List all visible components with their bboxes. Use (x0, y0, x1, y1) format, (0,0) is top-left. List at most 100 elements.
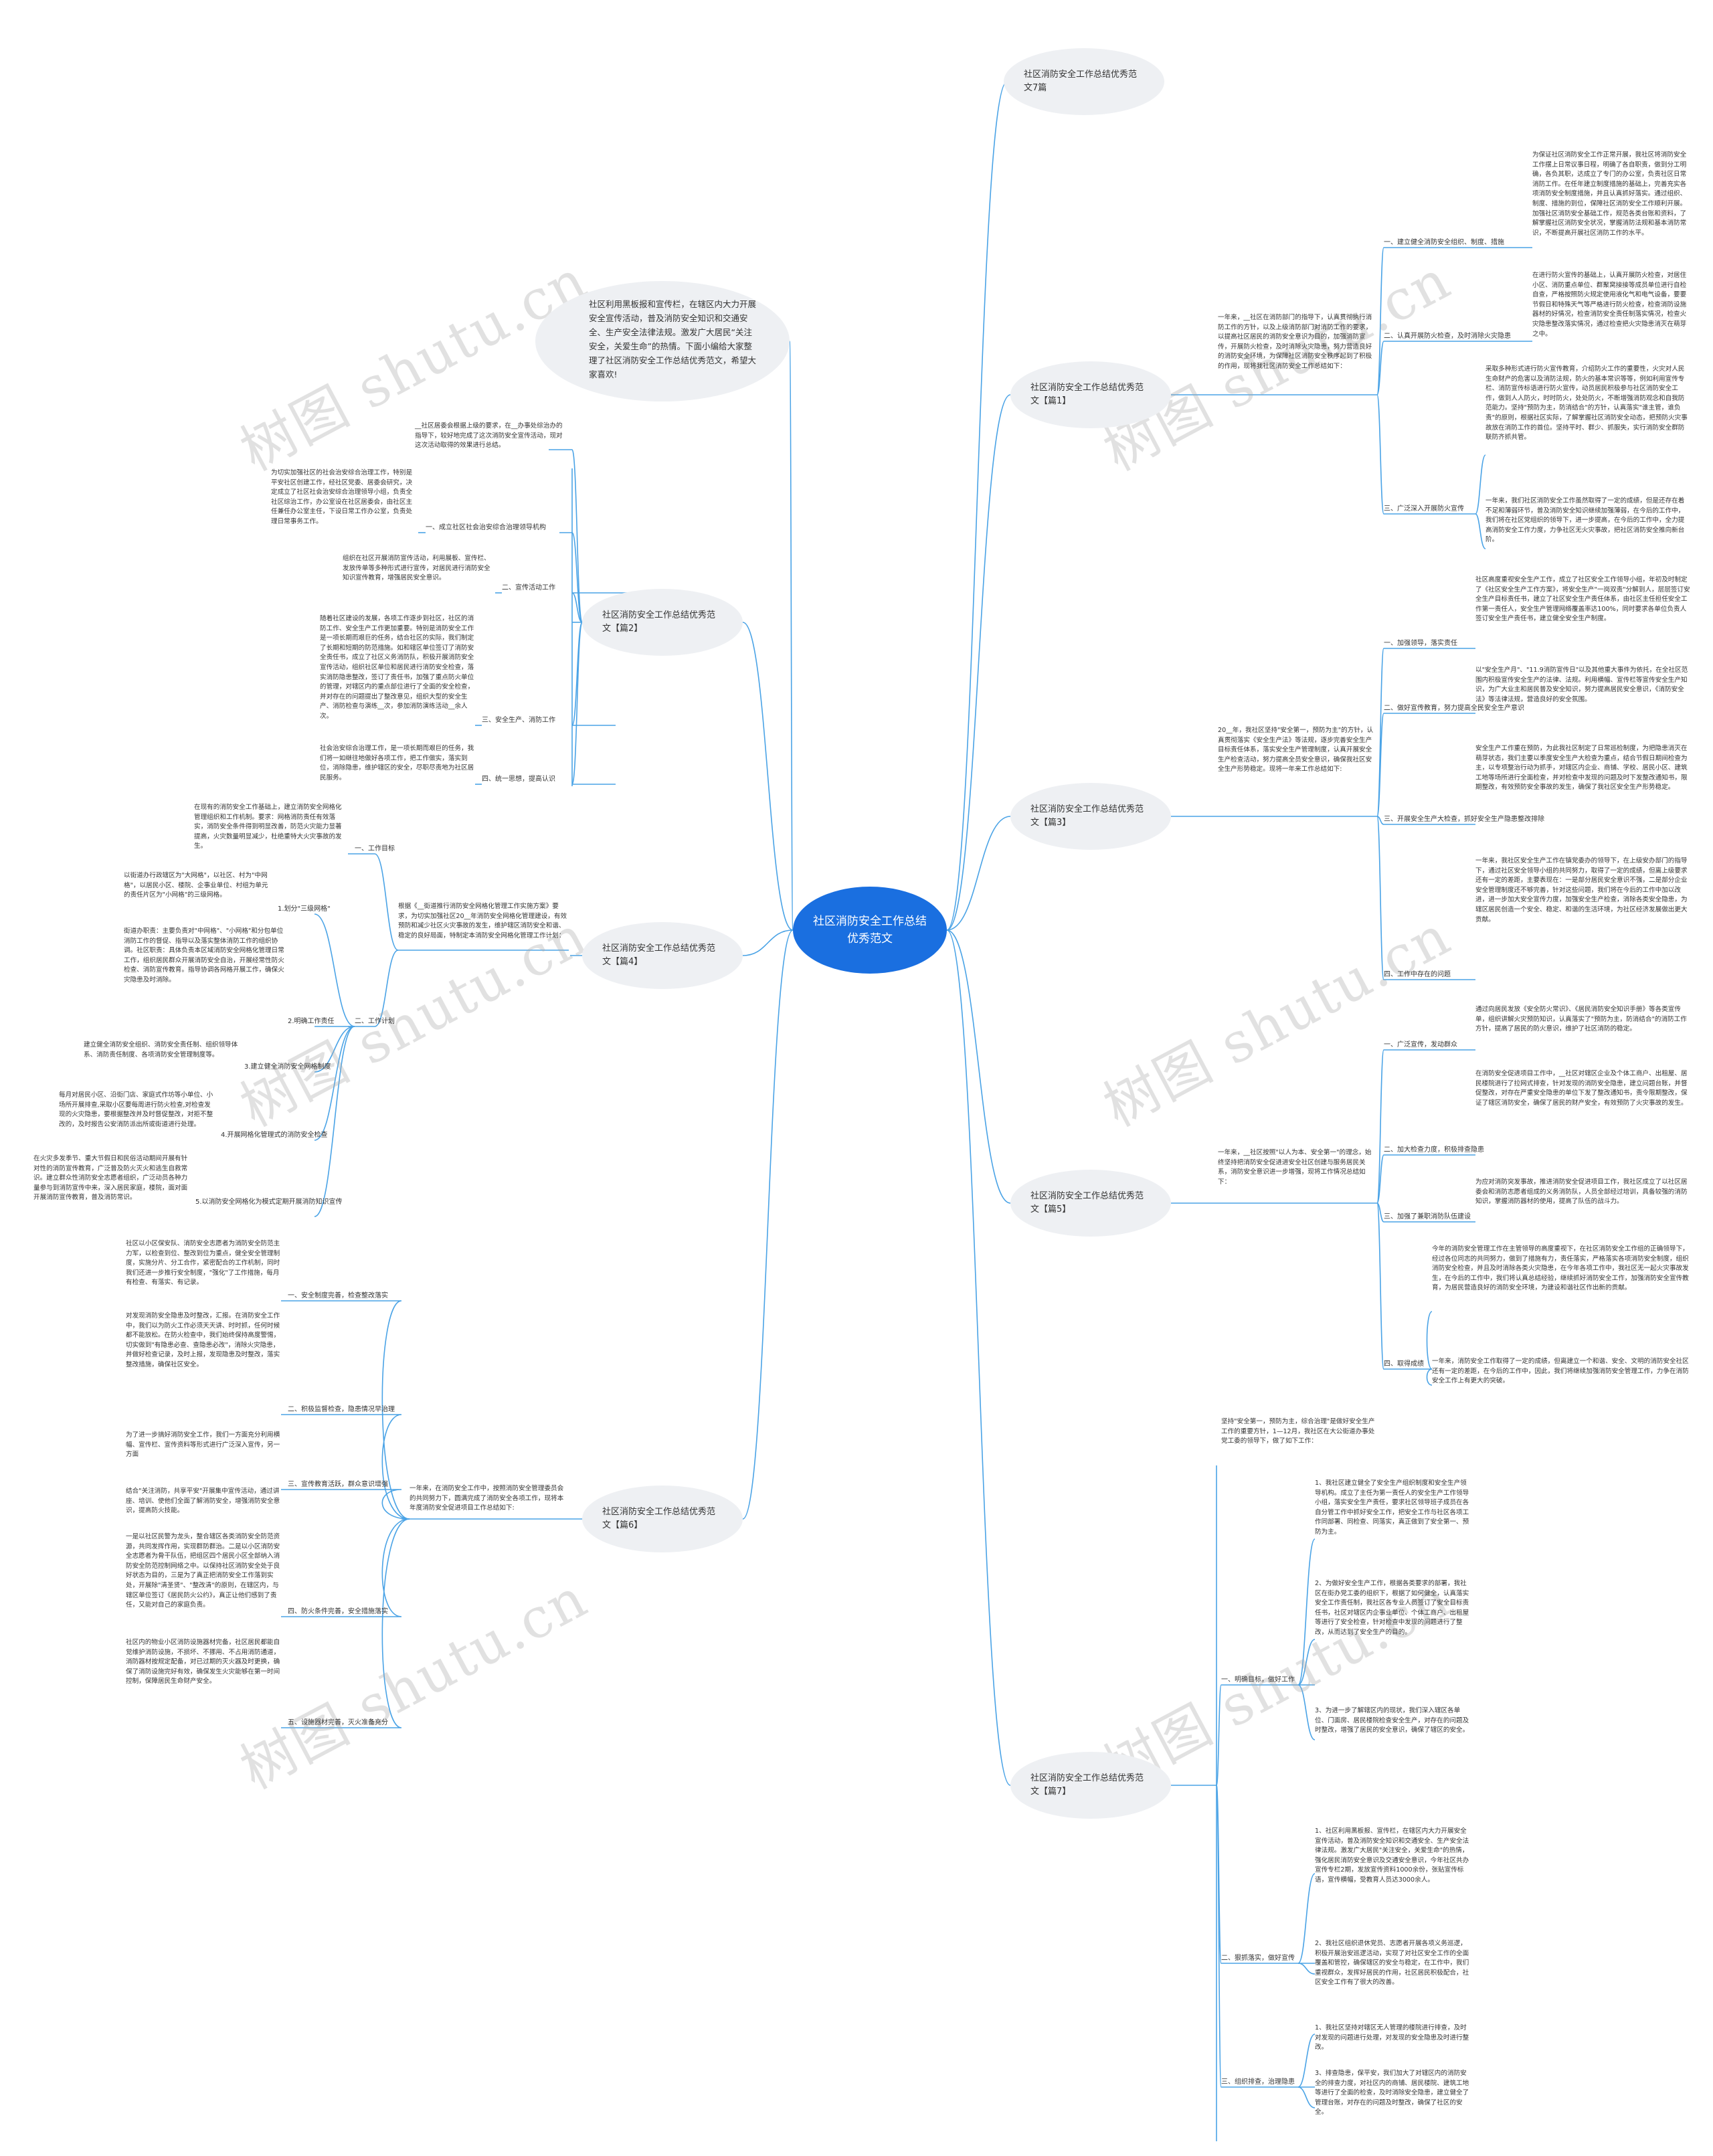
link-line (571, 592, 636, 623)
article-1-branch-3-text-2: 一年来，我们社区消防安全工作虽然取得了一定的成绩，但是还存在着不足和薄弱环节，普… (1485, 497, 1685, 544)
link-line (946, 394, 1011, 931)
article-2-intro: __社区居委会根据上级的要求，在__办事处综治办的指导下，较好地完成了这次消防安… (415, 422, 563, 450)
article-1-branch-1[interactable]: 一、建立健全消防安全组织、制度、措施 (1384, 239, 1504, 246)
article-6-branch-4[interactable]: 四、防火条件完善，安全措施落实 (288, 1608, 388, 1615)
article-3-branch-4[interactable]: 四、工作中存在的问题 (1384, 971, 1451, 978)
article-5-branch-1[interactable]: 一、广泛宣传，发动群众 (1384, 1041, 1457, 1049)
article-4-branch-1[interactable]: 一、工作目标 (355, 845, 395, 852)
article-7-branch-2-text-2: 2、我社区组织退休党员、志愿者开展各项义务巡逻，积极开展治安巡逻活动，实现了对社… (1315, 1940, 1469, 1987)
topic-article-1[interactable]: 社区消防安全工作总结优秀范文【篇1】 (1010, 361, 1171, 428)
article-6-branch-3-text-2: 结合"关注消防，共享平安"开展集中宣传活动，通过讲座、培训、使他们全面了解消防安… (126, 1488, 280, 1515)
intro-bubble[interactable]: 社区利用黑板报和宣传栏，在辖区内大力开展安全宣传活动，普及消防安全知识和交通安全… (535, 281, 790, 401)
article-3-branch-3-text: 安全生产工作重在预防，为此我社区制定了日常巡检制度，为把隐患消灭在萌芽状态，我们… (1475, 745, 1688, 792)
article-4-sub-3[interactable]: 3.建立健全消防安全网格制度 (244, 1063, 331, 1071)
article-2-branch-3[interactable]: 三、安全生产、消防工作 (482, 717, 555, 724)
topic-overview[interactable]: 社区消防安全工作总结优秀范文7篇 (1004, 48, 1164, 115)
link-line (1376, 1202, 1432, 1370)
article-5-summary: 一年来，__社区按照"以人为本、安全第一"的理念，始终坚持把消防安全促进进安全社… (1218, 1149, 1372, 1186)
topic-article-2[interactable]: 社区消防安全工作总结优秀范文【篇2】 (582, 589, 743, 656)
article-6-branch-3[interactable]: 三、宣传教育活跃，群众意识增强 (288, 1481, 388, 1488)
article-1-branch-3-text-1: 采取多种形式进行防火宣传教育，介绍防火工作的重要性，火灾对人民生命财产的危害以及… (1485, 365, 1688, 442)
topic-article-6[interactable]: 社区消防安全工作总结优秀范文【篇6】 (582, 1486, 743, 1552)
link-line (1297, 1684, 1316, 1740)
link-line (946, 929, 1011, 1786)
article-5-branch-2-text: 在消防安全促进项目工作中，__社区对辖区企业及个体工商户、出租屋、居民楼院进行了… (1475, 1070, 1688, 1107)
article-6-branch-1-text: 社区以小区保安队、消防安全志愿者为消防安全防范主力军，以检查到位、整改到位为重点… (126, 1240, 280, 1287)
article-7-branch-1-text-2: 2、为做好安全生产工作，根据各类要求的部署，我社区在街办党工委的组织下，根据了如… (1315, 1580, 1469, 1636)
link-line (946, 816, 1011, 931)
link-line (946, 929, 1011, 1204)
link-line (314, 1026, 355, 1217)
article-2-branch-4[interactable]: 四、统一思想，提高认识 (482, 776, 555, 783)
link-line (946, 81, 1008, 931)
link-line (281, 1300, 410, 1520)
article-3-branch-3[interactable]: 三、开展安全生产大检查，抓好安全生产隐患整改排除 (1384, 816, 1544, 823)
article-6-branch-1[interactable]: 一、安全制度完善，检查整改落实 (288, 1292, 388, 1299)
article-4-branch-1-text: 在现有的消防安全工作基础上，建立消防安全网格化管理组织和工作机制。要求：网格消防… (194, 804, 342, 850)
article-2-branch-2-text: 组织在社区开展消防宣传活动，利用展板、宣传栏、发放传单等多种形式进行宣传，对居民… (343, 555, 490, 582)
link-line (348, 853, 399, 951)
article-6-branch-5-text: 社区内的物业小区消防设施器材完备，社区居民都能自觉维护消防设施，不损坏、不挪用、… (126, 1639, 280, 1686)
article-7-summary: 坚持"安全第一，预防为主，综合治理"是做好安全生产工作的重要方针，1—12月，我… (1221, 1418, 1375, 1445)
link-line (1297, 1538, 1316, 1686)
article-4-sub-2[interactable]: 2.明确工作责任 (288, 1018, 335, 1025)
article-7-branch-3-text-2: 3、排查隐患，保平安，我们加大了对辖区内的消防安全的排查力度，对社区内的商铺、居… (1315, 2070, 1469, 2117)
article-4-sub-5[interactable]: 5.以消防安全网格化为模式定期开展消防知识宣传 (195, 1198, 343, 1206)
article-3-branch-1[interactable]: 一、加强领导，落实责任 (1384, 640, 1457, 647)
link-line (1376, 1154, 1475, 1204)
article-4-sub-1-text: 以街道办行政辖区为"大网格"，以社区、村为"中网格"，以居民小区、楼院、企事业单… (124, 872, 268, 899)
article-7-branch-1-text-3: 3、为进一步了解辖区内的现状，我们深入辖区各单位、门面房、居民楼院检查安全生产，… (1315, 1707, 1469, 1734)
article-1-branch-3[interactable]: 三、广泛深入开展防火宣传 (1384, 505, 1464, 513)
link-line (742, 622, 794, 931)
link-line (1475, 513, 1486, 549)
article-5-branch-4[interactable]: 四、取得成绩 (1384, 1360, 1424, 1368)
topic-article-3[interactable]: 社区消防安全工作总结优秀范文【篇3】 (1010, 783, 1171, 850)
topic-article-4[interactable]: 社区消防安全工作总结优秀范文【篇4】 (582, 922, 743, 989)
article-4-branch-2[interactable]: 二、工作计划 (355, 1018, 395, 1025)
link-line (1376, 247, 1532, 395)
article-2-branch-3-text: 随着社区建设的发展，各项工作逐步到社区，社区的消防工作、安全生产工作更加重要。特… (320, 615, 474, 720)
link-line (1216, 1785, 1315, 1964)
article-5-branch-3-text: 为应对消防突发事故，推进消防安全促进项目工作，我社区成立了以社区居委会和消防志愿… (1475, 1178, 1688, 1206)
article-4-sub-4[interactable]: 4.开展网格化管理式的消防安全检查 (221, 1132, 328, 1139)
link-line (1216, 1785, 1315, 2088)
link-line (571, 622, 616, 785)
link-line (1376, 394, 1475, 515)
link-line (549, 449, 583, 623)
link-line (742, 929, 794, 956)
central-topic[interactable]: 社区消防安全工作总结优秀范文 (793, 887, 947, 974)
link-line (789, 341, 794, 931)
article-6-branch-2[interactable]: 二、积极监督检查，隐患情况早治理 (288, 1406, 395, 1413)
article-5-branch-2[interactable]: 二、加大检查力度，积极排查隐患 (1384, 1146, 1484, 1154)
link-line (1426, 1311, 1433, 1370)
article-3-branch-2-text: 以"安全生产月"、"11.9消防宣传日"以及其他重大事件为依托，在全社区范围内积… (1475, 666, 1688, 703)
link-line (1376, 816, 1475, 825)
article-2-branch-4-text: 社会治安综合治理工作，是一项长期而艰巨的任务，我们将一如继往地做好各项工作，把工… (320, 745, 474, 782)
link-line (348, 950, 399, 1027)
article-7-branch-2[interactable]: 二、狠抓落实，做好宣传 (1221, 1955, 1295, 1962)
article-3-branch-4-text: 一年来，我社区安全生产工作在镇党委办的领导下，在上级安办部门的指导下，通过社区安… (1475, 857, 1688, 923)
article-3-branch-1-text: 社区高度重视安全生产工作，成立了社区安全工作领导小组，年初及时制定了《社区安全生… (1475, 576, 1690, 623)
link-line (1297, 1873, 1316, 1964)
article-6-branch-3-text-1: 为了进一步搞好消防安全工作，我们一方面充分利用横幅、宣传栏、宣传资料等形式进行广… (126, 1431, 280, 1459)
article-7-branch-3[interactable]: 三、组织排查，治理隐患 (1221, 2078, 1295, 2086)
article-2-branch-2[interactable]: 二、宣传活动工作 (502, 584, 555, 592)
article-4-sub-5-text: 在火灾多发季节、重大节假日和民俗活动期间开展有针对性的消防宣传教育，广泛普及防火… (33, 1155, 188, 1202)
link-line (1376, 713, 1475, 817)
article-3-branch-2[interactable]: 二、做好宣传教育，努力提高全民安全生产意识 (1384, 705, 1524, 712)
link-line (1216, 1684, 1315, 1786)
topic-article-5[interactable]: 社区消防安全工作总结优秀范文【篇5】 (1010, 1170, 1171, 1237)
topic-article-7[interactable]: 社区消防安全工作总结优秀范文【篇7】 (1010, 1752, 1171, 1819)
link-line (281, 1414, 410, 1520)
link-line (1376, 816, 1475, 980)
article-5-branch-3[interactable]: 三、加强了兼职消防队伍建设 (1384, 1213, 1471, 1221)
link-line (1376, 1202, 1475, 1223)
article-1-branch-2[interactable]: 二、认真开展防火检查，及时消除火灾隐患 (1384, 333, 1511, 340)
article-7-branch-1[interactable]: 一、明确目标，做好工作 (1221, 1676, 1295, 1684)
article-4-sub-1[interactable]: 1.划分"三级网格" (278, 905, 331, 913)
article-6-branch-5[interactable]: 五、设施器材完善，灭火准备充分 (288, 1719, 388, 1726)
article-2-branch-1-text: 为切实加强社区的社会治安综合治理工作，特别是平安社区创建工作，经社区党委、居委会… (271, 469, 413, 525)
article-7-branch-3-text-1: 1、我社区坚持对辖区无人管理的楼院进行排查，及时对发现的问题进行处理，对发现的安… (1315, 2024, 1469, 2052)
article-2-branch-1[interactable]: 一、成立社区社会治安综合治理领导机构 (426, 524, 546, 531)
